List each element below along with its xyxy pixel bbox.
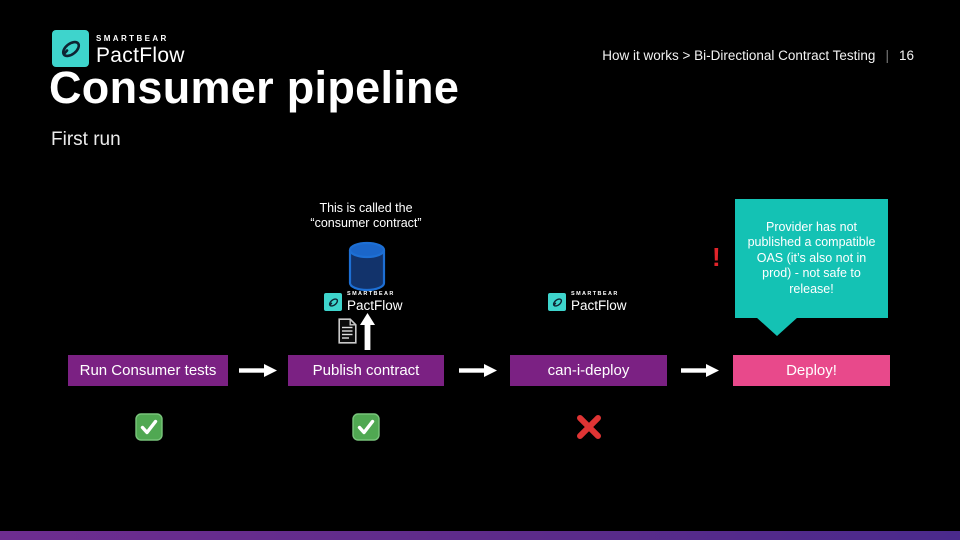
annotation-line-1: This is called the [319, 201, 413, 215]
page-number: 16 [898, 48, 914, 63]
pact-logo-icon [324, 293, 342, 311]
flow-arrow-icon [459, 364, 497, 382]
pipeline-step-publish-contract: Publish contract [288, 355, 444, 386]
broker-logo-text: SMARTBEAR PactFlow [347, 291, 403, 313]
brand-company-label: SMARTBEAR [96, 34, 169, 43]
page-subtitle: First run [51, 129, 121, 150]
can-i-deploy-logo-text: SMARTBEAR PactFlow [571, 291, 627, 313]
annotation-line-2: “consumer contract” [310, 215, 422, 230]
can-i-deploy-company-label: SMARTBEAR [571, 291, 619, 297]
breadcrumb-text: How it works > Bi-Directional Contract T… [602, 48, 876, 63]
pactflow-logo: SMARTBEAR PactFlow [52, 30, 185, 68]
footer-accent-bar [0, 531, 960, 540]
breadcrumb-divider: | [885, 48, 889, 63]
broker-product-label: PactFlow [347, 298, 403, 313]
pact-logo-icon [548, 293, 566, 311]
brand-text: SMARTBEAR PactFlow [96, 30, 185, 68]
publish-up-arrow-icon [360, 313, 375, 355]
pipeline-step-deploy: Deploy! [733, 355, 890, 386]
flow-arrow-icon [681, 364, 719, 382]
provider-warning-text: Provider has not published a compatible … [747, 219, 876, 296]
database-icon [347, 241, 387, 298]
provider-warning-callout: Provider has not published a compatible … [735, 199, 888, 318]
broker-company-label: SMARTBEAR [347, 291, 395, 297]
breadcrumb: How it works > Bi-Directional Contract T… [602, 48, 914, 63]
can-i-deploy-product-label: PactFlow [571, 298, 627, 313]
pipeline-step-run-consumer-tests: Run Consumer tests [68, 355, 228, 386]
check-pass-icon [135, 413, 163, 441]
pact-logo-icon [52, 30, 89, 67]
brand-product-label: PactFlow [96, 44, 185, 67]
can-i-deploy-pactflow-logo: SMARTBEAR PactFlow [548, 291, 627, 313]
check-pass-icon [352, 413, 380, 441]
contract-document-icon [338, 318, 357, 349]
flow-arrow-icon [239, 364, 277, 382]
callout-tail [756, 317, 798, 336]
page-title: Consumer pipeline [49, 62, 460, 113]
broker-pactflow-logo: SMARTBEAR PactFlow [324, 291, 403, 313]
cross-fail-icon [575, 413, 603, 441]
consumer-contract-annotation: This is called the “consumer contract” [281, 201, 451, 230]
alert-exclamation-icon: ! [712, 242, 721, 272]
pipeline-step-can-i-deploy: can-i-deploy [510, 355, 667, 386]
